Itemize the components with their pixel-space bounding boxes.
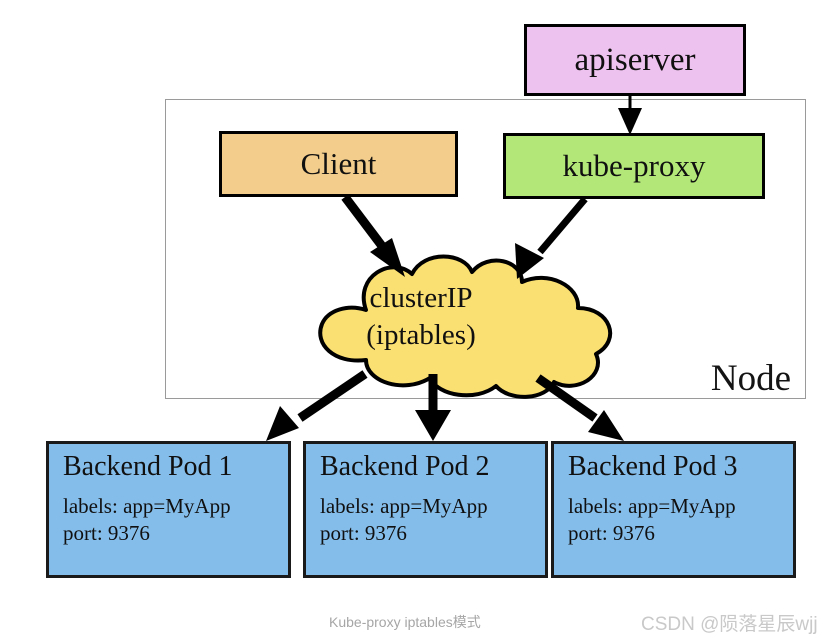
pod-3-port: port: 9376 (568, 521, 655, 546)
pod-1-title: Backend Pod 1 (63, 451, 233, 482)
kube-proxy-label: kube-proxy (562, 148, 706, 183)
csdn-watermark: CSDN @陨落星辰wjj (641, 614, 818, 635)
pod-2-labels: labels: app=MyApp (320, 493, 488, 518)
node-label: Node (710, 358, 791, 399)
clusterip-cloud: clusterIP (iptables) (296, 254, 621, 402)
pod-2-port: port: 9376 (320, 521, 407, 546)
pod-2-title: Backend Pod 2 (320, 451, 490, 482)
client-box: Client (219, 131, 458, 197)
pod-1-port: port: 9376 (63, 521, 150, 546)
pod-1-labels: labels: app=MyApp (63, 493, 231, 518)
backend-pod-2: Backend Pod 2 labels: app=MyApp port: 93… (303, 441, 548, 578)
backend-pod-3: Backend Pod 3 labels: app=MyApp port: 93… (551, 441, 796, 578)
pod-3-labels: labels: app=MyApp (568, 493, 736, 518)
diagram-caption: Kube-proxy iptables模式 (329, 614, 481, 630)
node-container: Node (165, 99, 806, 399)
client-label: Client (300, 146, 377, 181)
backend-pod-1: Backend Pod 1 labels: app=MyApp port: 93… (46, 441, 291, 578)
cloud-shape-icon (318, 254, 613, 399)
apiserver-label: apiserver (574, 41, 696, 78)
kube-proxy-box: kube-proxy (503, 133, 765, 199)
pod-3-title: Backend Pod 3 (568, 451, 738, 482)
apiserver-box: apiserver (524, 24, 746, 96)
